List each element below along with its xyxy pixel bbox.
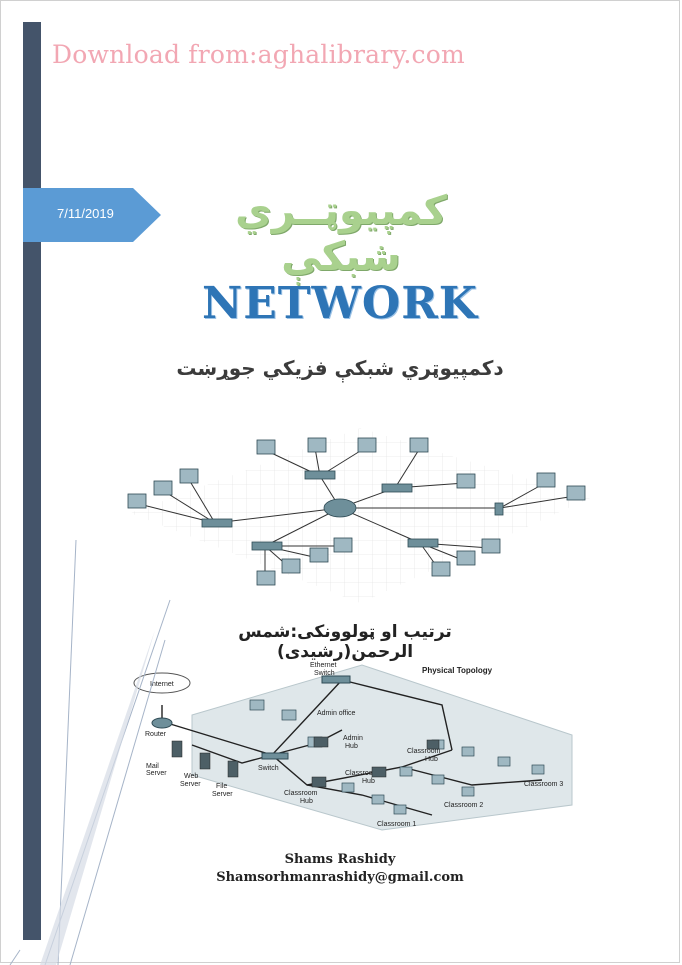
- topology-heading: Physical Topology: [422, 666, 493, 675]
- topology-label-classroom-1: Classroom 1: [377, 821, 416, 828]
- left-side-bar: [23, 22, 41, 940]
- topology-label-ethernet-switch-2: Switch: [314, 670, 335, 677]
- topology-label-file-server-2: Server: [212, 791, 233, 798]
- topology-label-admin-hub-2: Hub: [345, 743, 358, 750]
- network-diagram-image: [127, 428, 590, 603]
- topology-label-file-server: File: [216, 783, 227, 790]
- topology-label-classroom-3: Classroom 3: [524, 781, 563, 788]
- topology-label-classroom-hub-b: Classroom: [345, 770, 379, 777]
- topology-label-internet: Internet: [150, 681, 174, 688]
- download-source-text: Download from:aghalibrary.com: [52, 40, 465, 69]
- english-title: NETWORK: [201, 278, 479, 329]
- topology-label-classroom-hub-b-2: Hub: [362, 778, 375, 785]
- topology-label-classroom-hub-c-2: Hub: [300, 798, 313, 805]
- compiler-credit: ترتیب او ټولوونکی:شمس الرحمن(رشیدی): [238, 622, 452, 662]
- date-tag: 7/11/2019: [23, 188, 161, 242]
- decorative-lines: [9, 540, 171, 965]
- topology-label-admin-office: Admin office: [317, 710, 355, 717]
- author-name: Shams Rashidy: [284, 852, 396, 867]
- topology-label-web-server-2: Server: [180, 781, 201, 788]
- author-email: Shamsorhmanrashidy@gmail.com: [216, 870, 464, 885]
- topology-label-switch: Switch: [258, 765, 279, 772]
- date-text: 7/11/2019: [57, 206, 114, 221]
- physical-topology-image: Internet Router Ethernet Switch Physical…: [133, 662, 573, 831]
- topology-label-classroom-hub-c: Classroom: [284, 790, 318, 797]
- topology-label-ethernet-switch: Ethernet: [310, 662, 337, 669]
- date-tag-arrow-shape: [23, 188, 161, 242]
- pashto-subtitle: دکمپیوټري شبکې فزیکي جوړښت: [176, 356, 504, 380]
- topology-label-mail-server-2: Server: [146, 770, 167, 777]
- topology-label-classroom-hub-a: Classroom: [407, 748, 441, 755]
- topology-label-mail-server: Mail: [146, 763, 159, 770]
- topology-label-web-server: Web: [184, 773, 198, 780]
- topology-label-admin-hub: Admin: [343, 735, 363, 742]
- topology-label-router: Router: [145, 731, 167, 738]
- topology-label-classroom-2: Classroom 2: [444, 802, 483, 809]
- pashto-title: کمپیوټــري شبکې: [235, 188, 447, 280]
- topology-label-classroom-hub-a-2: Hub: [425, 756, 438, 763]
